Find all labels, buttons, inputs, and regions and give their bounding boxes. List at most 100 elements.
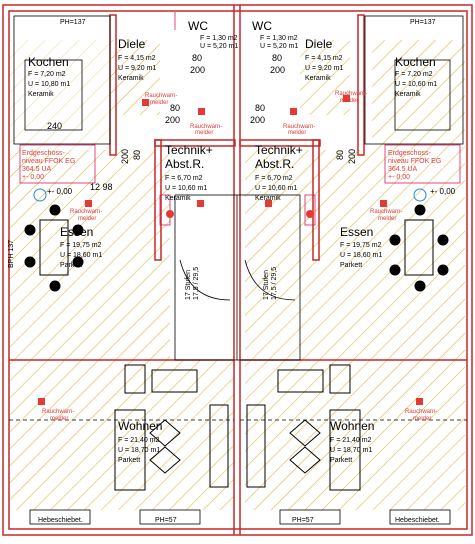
level-label-right-3: 364.5 UA [388, 166, 418, 173]
room-kochen-right: Kochen [395, 55, 436, 69]
dim-200-left-a: 200 [190, 65, 205, 75]
level-label-left-4: +- 0,00 [22, 174, 44, 181]
room-essen-left-area: F = 19,75 m2 [60, 242, 102, 249]
room-essen-right-perimeter: U = 18,60 m1 [340, 252, 382, 259]
dim-80-left-b: 80 [170, 103, 180, 113]
level-label-left-1: Erdgeschoss- [22, 150, 65, 157]
smoke-right-3: Rauchwarn- [370, 209, 402, 215]
room-wohnen-right-area: F = 21,40 m2 [330, 437, 372, 444]
room-diele-left: Diele [118, 37, 146, 51]
room-technik-right-perimeter: U = 10,60 m1 [255, 185, 297, 192]
room-wohnen-right-floor: Parkett [330, 457, 352, 464]
room-wohnen-left-area: F = 21,40 m2 [118, 437, 160, 444]
room-kochen-left: Kochen [28, 55, 69, 69]
room-technik-right-area: F = 6,70 m2 [255, 175, 293, 182]
smoke-left-4: Rauchwarn- [42, 409, 74, 415]
hebe-left: Hebeschiebet. [38, 517, 83, 524]
room-essen-left-floor: Parkett [60, 262, 82, 269]
ph-top-right: PH=137 [410, 19, 436, 26]
smoke-right-4: Rauchwarn- [405, 409, 437, 415]
hebe-right: Hebeschiebet. [395, 517, 440, 524]
smoke-left-2b: melder [195, 130, 213, 136]
room-wohnen-right-perimeter: U = 18,70 m1 [330, 447, 372, 454]
room-technik-left-floor: Keramik [165, 195, 191, 202]
stairs-right-2: 17,5 / 29,5 [271, 267, 278, 300]
room-kochen-left-area: F = 7,20 m2 [28, 71, 66, 78]
inner-lines [9, 15, 467, 525]
room-wc-left: WC [188, 19, 208, 33]
room-kochen-right-floor: Keramik [395, 91, 421, 98]
room-diele-right-area: F = 4,15 m2 [305, 55, 343, 62]
level-label-right-4: +- 0,00 [388, 174, 410, 181]
room-essen-right-floor: Parkett [340, 262, 362, 269]
smoke-left-4b: melder [50, 416, 68, 422]
room-diele-left-floor: Keramik [118, 75, 144, 82]
smoke-detector-icon [38, 95, 423, 405]
walls [2, 4, 473, 536]
dining-table-left [24, 204, 84, 292]
room-wc-left-area: F = 1,30 m2 [200, 35, 238, 42]
smoke-right-1b: melder [340, 98, 358, 104]
room-diele-left-area: F = 4,15 m2 [118, 55, 156, 62]
smoke-right-2: Rauchwarn- [283, 124, 315, 130]
level-label-right-2: niveau FFOK EG [388, 158, 441, 165]
bph-left: BPH 137 [8, 240, 15, 268]
dim-80-right-a: 80 [272, 53, 282, 63]
level-marker-icon [33, 188, 427, 202]
room-kochen-left-perimeter: U = 10,80 m1 [28, 81, 70, 88]
ph-bottom-left: PH=57 [155, 517, 177, 524]
smoke-left-3: Rauchwarn- [70, 209, 102, 215]
stairs-left-2: 17,5 / 29,5 [193, 267, 200, 300]
room-technik-right-2: Abst.R. [255, 157, 294, 171]
room-wohnen-left-floor: Parkett [118, 457, 140, 464]
dim-200-right-c: 200 [347, 149, 357, 164]
room-technik-left-perimeter: U = 10,60 m1 [165, 185, 207, 192]
magenta-accents [19, 12, 461, 226]
sofa-right [246, 364, 361, 491]
room-technik-right-floor: Keramik [255, 195, 281, 202]
smoke-left-1: Rauchwarn- [145, 93, 177, 99]
room-technik-left-2: Abst.R. [165, 157, 204, 171]
room-kochen-right-area: F = 7,20 m2 [395, 71, 433, 78]
sofa-left [114, 364, 229, 491]
room-wc-right-perimeter: U = 5,20 m1 [260, 43, 298, 50]
room-wohnen-left: Wohnen [118, 419, 162, 433]
smoke-right-2b: melder [288, 130, 306, 136]
room-essen-right: Essen [340, 225, 373, 239]
ph-bottom-right: PH=57 [292, 517, 314, 524]
dim-80-right-b: 80 [255, 103, 265, 113]
dim-200-left-b: 200 [165, 115, 180, 125]
room-diele-right-floor: Keramik [305, 75, 331, 82]
room-diele-right-perimeter: U = 9,20 m1 [305, 65, 343, 72]
room-essen-right-area: F = 19,75 m2 [340, 242, 382, 249]
smoke-right-1: Rauchwarn- [335, 91, 367, 97]
dim-200-left-c: 200 [120, 149, 130, 164]
level-label-right-1: Erdgeschoss- [388, 150, 431, 157]
dining-table-right [389, 204, 449, 292]
level-label-left-3: 364.5 UA [22, 166, 52, 173]
smoke-left-2: Rauchwarn- [190, 124, 222, 130]
smoke-right-4b: melder [413, 416, 431, 422]
ph-top-left: PH=137 [60, 19, 86, 26]
stairs-left: 17 Stufen [185, 270, 192, 300]
dim-80-left-a: 80 [192, 53, 202, 63]
room-kochen-right-perimeter: U = 10,60 m1 [395, 81, 437, 88]
room-wohnen-right: Wohnen [330, 419, 374, 433]
room-wohnen-left-perimeter: U = 18,70 m1 [118, 447, 160, 454]
dim-1298: 12 98 [90, 182, 113, 192]
level-label-left-2: niveau FFOK EG [22, 158, 75, 165]
stairs-right: 17 Stufen [263, 270, 270, 300]
dim-80-left-c: 80 [132, 150, 142, 160]
smoke-left-1b: melder [150, 100, 168, 106]
room-kochen-left-floor: Keramik [28, 91, 54, 98]
level-side-right: +- 0,00 [430, 187, 456, 196]
room-diele-right: Diele [305, 37, 333, 51]
dim-200-right-a: 200 [270, 65, 285, 75]
room-essen-left-perimeter: U = 18,60 m1 [60, 252, 102, 259]
room-wc-right-area: F = 1,30 m2 [260, 35, 298, 42]
level-side-left: +- 0,00 [47, 187, 73, 196]
room-diele-left-perimeter: U = 9,20 m1 [118, 65, 156, 72]
smoke-left-3b: melder [78, 216, 96, 222]
room-wc-right: WC [252, 19, 272, 33]
